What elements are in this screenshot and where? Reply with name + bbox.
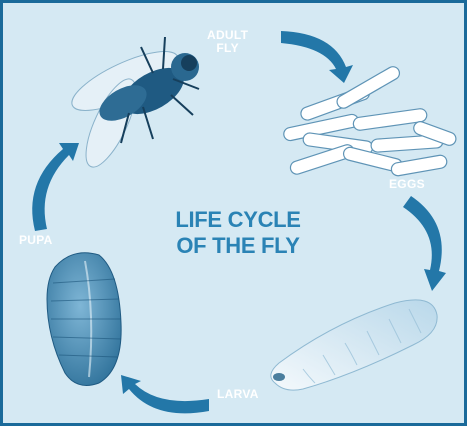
arrow-adult-to-eggs — [281, 31, 353, 83]
pupa-label: PUPA — [19, 234, 53, 247]
diagram-title-line2: OF THE FLY — [133, 233, 343, 259]
adult-fly-label: ADULT FLY — [207, 29, 248, 55]
adult-fly-label-line2: FLY — [207, 42, 248, 55]
arrow-eggs-to-larva — [403, 196, 446, 291]
larva-label: LARVA — [217, 388, 259, 401]
diagram-title-line1: LIFE CYCLE — [133, 207, 343, 233]
diagram-title: LIFE CYCLE OF THE FLY — [133, 207, 343, 259]
arrow-pupa-to-adult — [32, 143, 79, 231]
eggs-illustration — [283, 64, 458, 176]
eggs-label: EGGS — [389, 178, 425, 191]
larva-illustration — [271, 300, 437, 390]
adult-fly-illustration — [65, 37, 199, 173]
arrow-larva-to-pupa — [121, 375, 209, 413]
pupa-illustration — [47, 253, 121, 386]
